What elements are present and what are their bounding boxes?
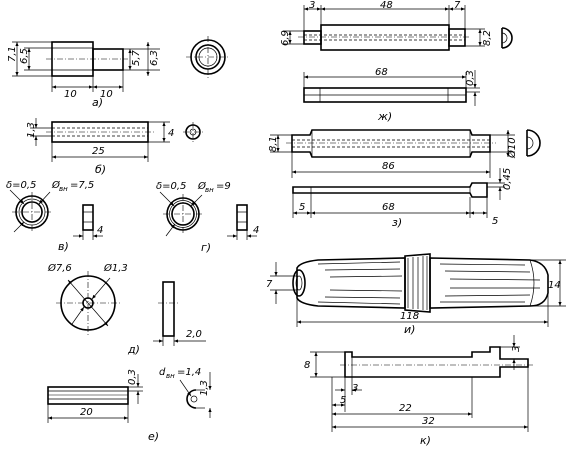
part-z-dimension-lines [270,130,515,218]
part-a-end-view [186,36,230,78]
part-e-dim-d-subscript: вн [166,372,175,380]
part-v-dim-diameter-symbol: Ø [51,179,61,191]
part-e-ring-view [179,372,212,418]
part-v-front-view [9,189,52,233]
part-a-caption: а) [92,96,103,109]
part-e-strip [47,386,129,405]
part-k-dim-offset: 5 [340,395,346,406]
part-zh: 3 48 7 6,9 8,2 68 0,3 ж) [280,0,513,123]
part-i-dim-bore: 7 [266,279,273,290]
part-d-dim-thickness: 2,0 [186,329,202,340]
part-z-dim-strip-thickness: 0,45 [502,168,513,190]
part-b-dim-bore: 1,3 [26,122,37,138]
part-z-dim-end-diameter: 8,1 [268,136,279,152]
part-b-dim-length: 25 [92,146,105,157]
part-b-outline [46,121,154,143]
part-g-side-view [227,204,257,240]
part-k-caption: к) [420,434,431,447]
part-b-dimension-lines [30,118,170,162]
part-zh-dim-left-diameter: 6,9 [280,30,291,46]
part-z-dim-body-diameter: Ø10 [506,137,518,159]
part-zh-dim-right-diameter: 8,2 [482,30,493,46]
part-v-dim-diameter-subscript: вн [59,185,68,193]
part-k: 8 3 3 5 22 32 к) [304,335,534,447]
part-i: 7 118 14 и) [266,253,566,336]
part-d: Ø7,6 Ø1,3 2,0 д) [47,262,206,356]
part-v-dim-inner-diameter: =7,5 [70,180,94,191]
part-e-dim-width: 1,3 [199,380,210,396]
part-v-caption: в) [58,240,69,253]
part-e-caption: е) [148,430,159,443]
part-a-dim-length-left: 10 [64,89,77,100]
part-b-end-view [183,122,203,142]
part-z-dim-strip-length: 68 [382,202,395,213]
part-i-dimension-lines [270,259,566,327]
part-a-dim-small-outer: 6,3 [149,50,160,66]
part-z-rod [286,129,496,158]
part-i-handle [292,253,549,313]
part-zh-strip [303,87,467,103]
part-z-end-view [526,129,541,157]
part-d-dim-hole-diameter: Ø1,3 [103,262,128,274]
part-z-dim-total-length: 86 [382,161,395,172]
part-zh-dim-strip-thickness: 0,3 [465,70,476,86]
part-a-dim-small-diameter: 5,7 [131,49,142,66]
part-v: δ=0,5 Ø вн =7,5 4 в) [6,179,103,253]
part-k-dim-body-length: 22 [399,403,412,414]
part-e-dim-length: 20 [80,407,93,418]
part-e-dim-inner-diameter: =1,4 [177,367,201,378]
part-i-dim-length: 118 [400,311,419,322]
part-a-dimension-lines [12,41,160,92]
part-d-dim-outer-diameter: Ø7,6 [47,262,72,274]
part-e-dim-thickness: 0,3 [127,369,138,385]
part-v-dim-thickness: δ=0,5 [6,180,36,191]
part-k-dim-total-length: 32 [422,416,435,427]
part-a-dim-outer-diameter: 7,1 [7,46,18,62]
part-zh-dim-left-neck: 3 [309,0,315,11]
part-b-dim-diameter: 4 [168,128,174,139]
part-k-dim-tip: 3 [511,346,522,352]
part-zh-caption: ж) [377,110,392,123]
part-i-caption: и) [404,323,415,336]
part-g-front-view [159,191,203,237]
part-zh-end-view [501,27,513,49]
part-d-front-view [56,271,120,335]
part-b: 1,3 25 4 б) [26,118,203,176]
part-z: 8,1 86 Ø10 0,45 5 68 5 з) [268,129,541,229]
part-v-dim-width: 4 [97,225,103,236]
part-d-side-view [153,281,206,346]
part-v-side-view [73,204,103,240]
part-k-dimension-lines [310,335,529,432]
part-a-dim-inner-diameter: 6,5 [19,48,30,64]
part-e-dim-d-symbol: d [159,367,166,378]
part-a: 7,1 6,5 10 10 5,7 6,3 а) [7,36,230,109]
part-g-caption: г) [201,241,211,254]
part-g-dim-diameter-subscript: вн [205,186,214,194]
part-b-caption: б) [95,163,106,176]
part-e-dimension-lines [47,374,143,423]
part-g-dim-diameter-symbol: Ø [197,180,207,192]
part-z-caption: з) [392,216,402,229]
part-k-outline [340,346,534,378]
part-a-outline [46,41,128,77]
part-k-dim-height: 8 [304,360,310,371]
part-g-dim-thickness: δ=0,5 [156,181,186,192]
part-e: 0,3 20 d вн =1,4 1,3 е) [47,367,212,443]
part-zh-dim-right-neck: 7 [454,0,461,11]
part-d-caption: д) [127,343,140,356]
part-g: δ=0,5 Ø вн =9 4 г) [156,180,259,254]
part-g-dim-inner-diameter: =9 [216,181,231,192]
part-k-dim-notch: 3 [352,383,358,394]
part-z-dim-right-end: 5 [492,216,498,227]
part-zh-dimension-lines [283,5,485,106]
part-zh-dim-body-length: 48 [380,0,393,11]
part-i-dim-diameter: 14 [548,280,561,291]
part-z-dim-left-end: 5 [299,202,305,213]
part-zh-dim-strip-length: 68 [375,67,388,78]
part-a-dim-length-right: 10 [100,89,113,100]
part-z-strip [292,182,488,198]
part-g-dim-width: 4 [253,225,259,236]
part-zh-tube [298,24,470,51]
